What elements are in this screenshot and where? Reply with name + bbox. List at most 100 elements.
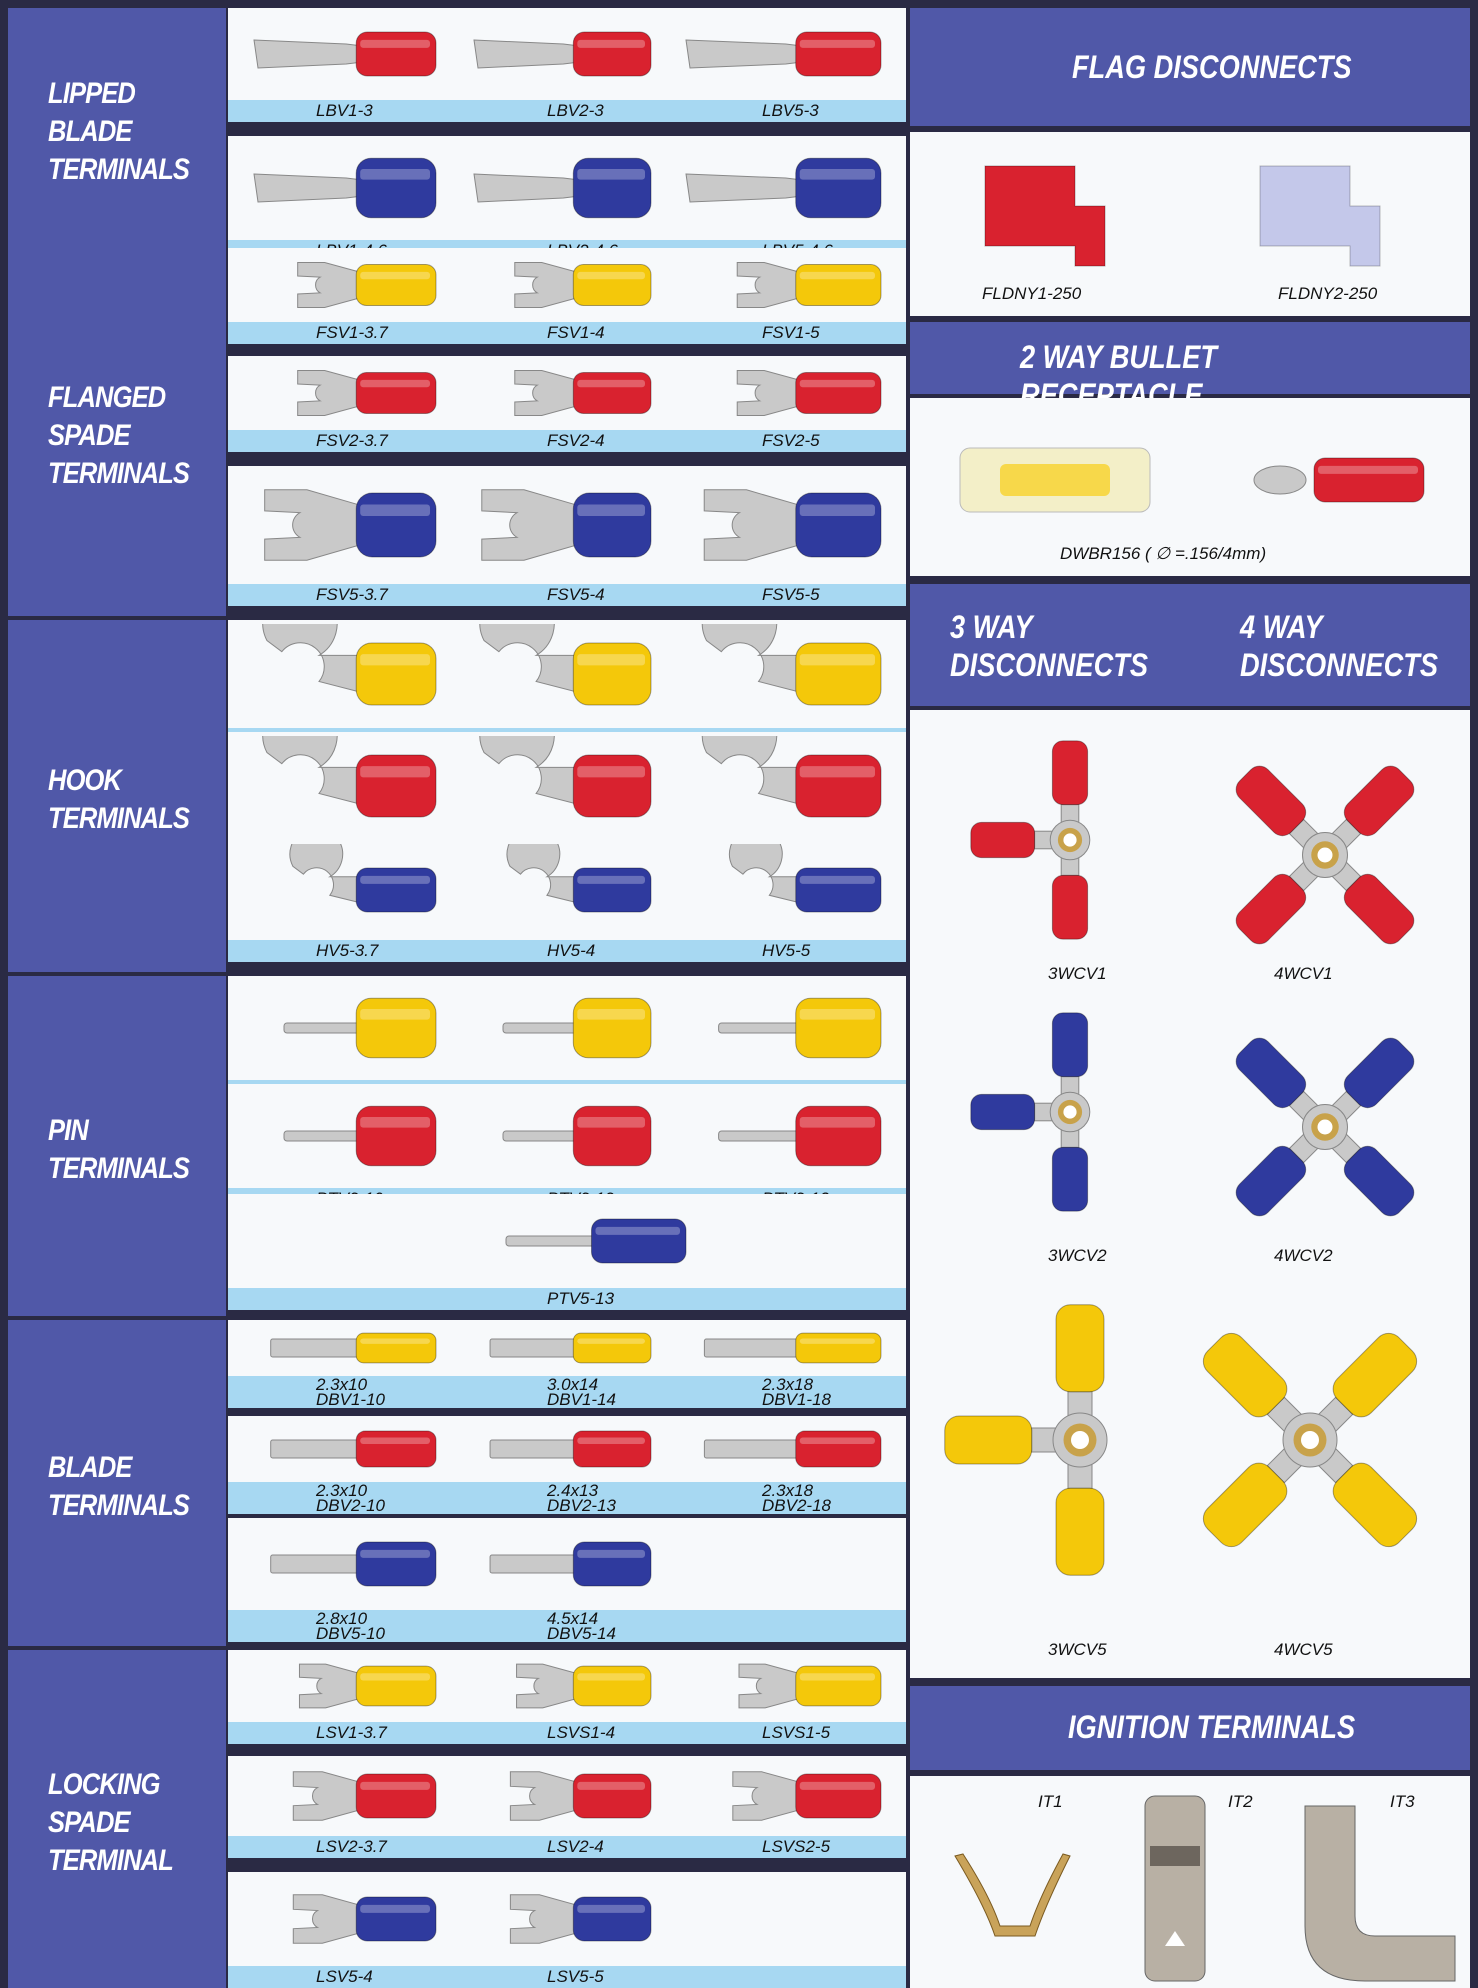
disconnect-sleeve <box>1332 1332 1418 1418</box>
metal-spade <box>736 261 803 309</box>
insulated-sleeve <box>355 1773 437 1819</box>
insulated-sleeve <box>591 1218 687 1264</box>
section-title: IGNITION TERMINALS <box>1068 1709 1356 1745</box>
metal-spade <box>738 1663 803 1709</box>
part-number: LBV1-3 <box>316 101 373 120</box>
category-panel: HOOK TERMINALS <box>8 620 226 972</box>
insulated-sleeve <box>572 157 652 219</box>
insulated-sleeve <box>572 997 652 1059</box>
metal-hook <box>728 844 803 904</box>
metal-spade <box>509 1771 580 1821</box>
product-image-row <box>228 1084 906 1188</box>
terminal-image <box>965 146 1115 276</box>
part-number: 2.3x18 DBV2-18 <box>762 1481 831 1515</box>
insulated-sleeve <box>355 1896 437 1942</box>
metal-spade <box>481 489 580 561</box>
metal-pin <box>502 1130 578 1142</box>
disconnect-sleeve <box>1343 1145 1415 1217</box>
terminal-image <box>470 252 655 318</box>
part-number: FSV5-3.7 <box>316 585 388 604</box>
product-image-row <box>228 248 906 322</box>
part-number: LBV5-3 <box>762 101 819 120</box>
product-image-row <box>228 1194 906 1288</box>
insulated-sleeve <box>795 372 882 414</box>
terminal-image <box>682 140 885 236</box>
part-number: 3WCV1 <box>1048 964 1107 983</box>
terminal-image <box>960 730 1180 950</box>
metal-blade <box>270 1554 363 1574</box>
part-number: IT3 <box>1390 1792 1415 1811</box>
metal-hook <box>701 624 803 694</box>
terminal-image <box>682 360 885 426</box>
metal-spade <box>732 1771 803 1821</box>
part-number: 3WCV5 <box>1048 1640 1107 1659</box>
bullet-pin <box>1253 465 1307 495</box>
metal-pin <box>283 1022 361 1034</box>
product-image-row <box>228 1518 906 1610</box>
ignition-elbow <box>1304 1805 1456 1982</box>
metal-pin <box>283 1130 361 1142</box>
metal-pin <box>505 1235 597 1247</box>
part-number: FLDNY2-250 <box>1278 284 1378 303</box>
part-number: FSV2-4 <box>547 431 605 450</box>
terminal-image <box>682 1088 885 1184</box>
terminal-image <box>470 624 655 724</box>
terminal-image <box>1130 1786 1220 1986</box>
part-number: LSV5-5 <box>547 1967 604 1986</box>
terminal-image <box>465 1198 690 1284</box>
insulated-sleeve <box>355 1332 437 1364</box>
part-number: HV5-5 <box>762 941 811 960</box>
part-number: 4WCV2 <box>1274 1246 1333 1265</box>
metal-hook <box>506 844 580 904</box>
insulated-sleeve <box>795 642 882 706</box>
metal-blade <box>489 1554 580 1574</box>
ignition-barrel <box>1144 1795 1206 1982</box>
ignition-terminals-header: IGNITION TERMINALS <box>910 1686 1470 1770</box>
part-number: FSV2-3.7 <box>316 431 388 450</box>
metal-hook <box>479 624 580 694</box>
terminal-image <box>470 980 655 1076</box>
category-title: BLADE TERMINALS <box>48 1451 190 1522</box>
insulated-sleeve <box>572 372 652 414</box>
terminal-image <box>470 12 655 96</box>
metal-hook <box>262 736 363 806</box>
terminal-image <box>682 1420 885 1478</box>
product-image-row <box>228 8 906 100</box>
disconnect-sleeve <box>1343 1037 1415 1109</box>
terminal-image <box>682 624 885 724</box>
label-bar: PTV5-13 <box>228 1288 906 1310</box>
metal-spade <box>298 1663 363 1709</box>
terminal-image <box>1200 730 1450 980</box>
section-title: 4 WAY DISCONNECTS <box>1240 609 1438 683</box>
part-number: FSV1-4 <box>547 323 605 342</box>
flag-disconnects-header: FLAG DISCONNECTS <box>910 8 1470 126</box>
part-number: PTV5-13 <box>547 1289 615 1308</box>
terminal-image <box>470 736 655 836</box>
category-panel: FLANGED SPADE TERMINALS <box>8 248 226 616</box>
terminal-image <box>960 1002 1180 1222</box>
insulated-sleeve <box>572 1773 652 1819</box>
product-image-row <box>228 1416 906 1482</box>
part-number: IT1 <box>1038 1792 1063 1811</box>
insulated-sleeve <box>572 1541 652 1587</box>
metal-blade <box>253 39 363 69</box>
bullet-receptacle-panel: DWBR156 ( ∅ =.156/4mm) <box>910 398 1470 576</box>
product-image-row <box>228 136 906 240</box>
category-panel: BLADE TERMINALS <box>8 1320 226 1646</box>
disconnect-sleeve <box>1235 1037 1307 1109</box>
metal-blade <box>703 1338 803 1358</box>
terminal-image <box>470 1760 655 1832</box>
terminal-image <box>682 470 885 580</box>
terminal-image <box>682 12 885 96</box>
insulated-sleeve <box>572 867 652 913</box>
insulated-sleeve <box>795 867 882 913</box>
disconnect-sleeve <box>1343 873 1415 945</box>
product-image-row <box>228 1872 906 1966</box>
